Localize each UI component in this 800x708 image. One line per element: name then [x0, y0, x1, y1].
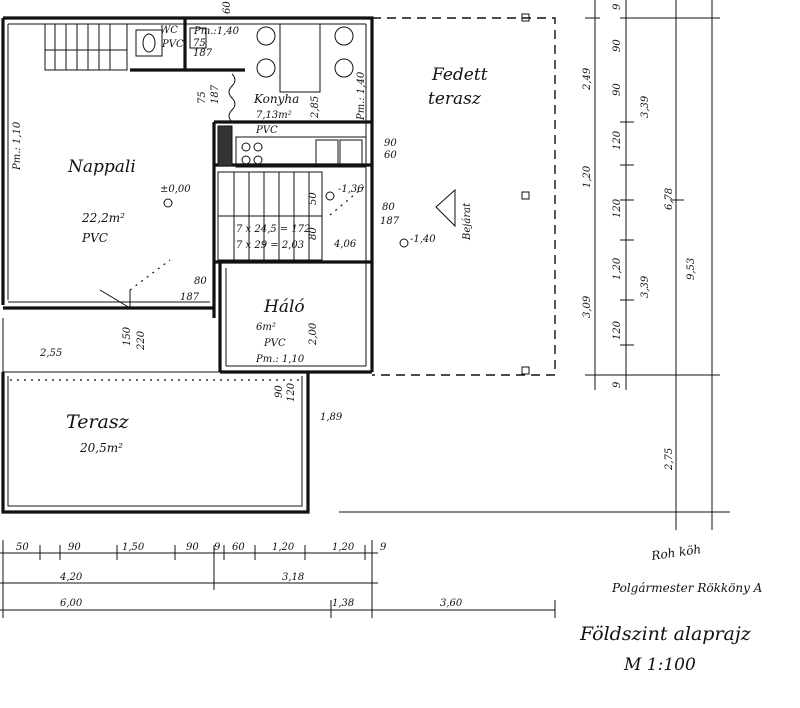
dim-b3-0: 6,00	[60, 598, 83, 609]
label-pm-140-wc: Pm.:1,40	[193, 26, 240, 37]
dim-r1-0: 9	[612, 3, 623, 10]
dim-r3-0: 6,78	[664, 188, 675, 210]
label-dim-80: 80	[308, 227, 319, 240]
label-pm-140: Pm.: 1,40	[356, 71, 367, 121]
dimension-lines	[0, 0, 730, 618]
label-dim-406: 4,06	[333, 239, 357, 250]
dim-b1-2: 1,50	[122, 542, 145, 553]
room-name-nappali: Nappali	[67, 157, 136, 177]
dim-r3-1: 2,75	[664, 448, 675, 471]
room-name-wc: WC	[160, 25, 178, 36]
terrace-outline	[1, 318, 310, 514]
label-wc-187: 187	[193, 48, 213, 59]
label-door-80: 80	[382, 202, 395, 213]
label-win-90: 90	[384, 138, 397, 149]
level-nappali: ±0,00	[160, 184, 191, 195]
room-area-terasz: 20,5m²	[79, 441, 123, 455]
room-name-halo: Háló	[263, 297, 305, 317]
upper-stair	[44, 23, 128, 71]
right-dimension-col-2: 3,39 3,39	[640, 95, 651, 298]
dim-b2-0: 4,20	[59, 572, 83, 583]
dim-r1-7: 1,20	[612, 257, 623, 280]
dim-r1-8: 3,09	[582, 295, 593, 318]
dim-b3-2: 3,60	[440, 598, 463, 609]
dim-r1-4: 120	[612, 130, 623, 150]
right-dimension-col-3: 6,78 2,75	[664, 188, 675, 471]
dim-r1-1: 90	[612, 39, 623, 52]
covered-terrace-outline	[372, 13, 556, 376]
label-pm-110-left: Pm.: 1,10	[12, 121, 23, 171]
level-140: -1,40	[410, 234, 436, 245]
bottom-dimension-row-3: 6,00 1,38 3,60	[60, 598, 463, 609]
label-stair-1: 7 x 24,5 = 172	[236, 224, 310, 235]
central-stair	[217, 171, 323, 261]
dim-r1-10: 9	[612, 381, 623, 388]
dim-b1-3: 90	[186, 542, 199, 553]
label-dim-189: 1,89	[320, 412, 343, 423]
room-name-fedett-1: Fedett	[431, 65, 488, 85]
room-floor-konyha: PVC	[255, 125, 278, 136]
signature-line-2: Polgármester Rökköny A	[611, 581, 763, 595]
dim-b1-5: 60	[232, 542, 245, 553]
label-halo-win-90: 90	[274, 385, 285, 398]
room-area-konyha: 7,13m²	[256, 110, 292, 121]
dim-r2-1: 3,39	[640, 275, 651, 298]
room-floor-halo: PVC	[263, 338, 286, 349]
label-bejarat: Bejárat	[462, 202, 473, 241]
label-dim-150: 150	[122, 326, 133, 346]
room-name-konyha: Konyha	[253, 92, 299, 106]
level-136: -1,36	[338, 184, 364, 195]
label-wc-dim-187: 187	[210, 84, 221, 104]
dim-b1-8: 9	[380, 542, 387, 553]
label-wc-dim-75: 75	[197, 91, 208, 104]
label-stair-2: 7 x 29 = 2,03	[236, 240, 304, 251]
label-top-60: 60	[222, 1, 233, 14]
entrance-arrow	[435, 188, 456, 228]
right-dimension-col-1: 9 90 2,49 90 120 1,20 120 1,20 3,09 120 …	[582, 3, 623, 388]
label-dim-220: 220	[136, 330, 147, 351]
label-dim-255: 2,55	[39, 348, 62, 359]
dim-r1-3: 90	[612, 83, 623, 96]
dim-r4-0: 9,53	[686, 258, 697, 280]
room-area-halo: 6m²	[256, 322, 276, 333]
label-door2-80: 80	[194, 276, 207, 287]
label-dim-50: 50	[308, 192, 319, 205]
level-markers	[163, 191, 409, 248]
wc-fixtures	[135, 27, 207, 57]
room-name-fedett-2: terasz	[428, 89, 482, 109]
signature-line-1: Roh köh	[649, 542, 701, 563]
label-halo-win-120: 120	[286, 382, 297, 402]
drawing-title: Földszint alaprajz	[579, 623, 752, 645]
dim-r1-2: 2,49	[582, 67, 593, 91]
label-win-60: 60	[384, 150, 397, 161]
dim-b2-1: 3,18	[282, 572, 304, 583]
dim-r1-5: 1,20	[582, 165, 593, 188]
label-door-187: 187	[380, 216, 400, 227]
dim-b1-6: 1,20	[272, 542, 295, 553]
dim-r2-0: 3,39	[640, 95, 651, 118]
bottom-dimension-row-2: 4,20 3,18	[59, 572, 304, 583]
dim-b1-4: 9	[214, 542, 221, 553]
label-dim-200: 2,00	[308, 322, 319, 346]
label-dim-285: 2,85	[310, 96, 321, 119]
level-halo: Pm.: 1,10	[255, 354, 305, 365]
room-floor-nappali: PVC	[81, 231, 108, 245]
dim-r1-9: 120	[612, 320, 623, 340]
bottom-dimension-row-1: 50 90 1,50 90 9 60 1,20 1,20 9	[16, 542, 387, 553]
dim-b1-1: 90	[68, 542, 81, 553]
label-door2-187: 187	[180, 292, 200, 303]
room-floor-wc: PVC	[161, 39, 184, 50]
room-area-nappali: 22,2m²	[81, 211, 125, 225]
right-dimension-col-4: 9,53	[686, 258, 697, 280]
kitchen-furniture	[217, 23, 367, 168]
dim-b1-7: 1,20	[332, 542, 355, 553]
dim-b1-0: 50	[16, 542, 29, 553]
dim-r1-6: 120	[612, 198, 623, 218]
drawing-scale: M 1:100	[623, 655, 696, 675]
room-name-terasz: Terasz	[66, 411, 130, 433]
label-wc-75: 75	[193, 38, 206, 49]
door-swings	[99, 184, 367, 309]
dim-b3-1: 1,38	[332, 598, 354, 609]
